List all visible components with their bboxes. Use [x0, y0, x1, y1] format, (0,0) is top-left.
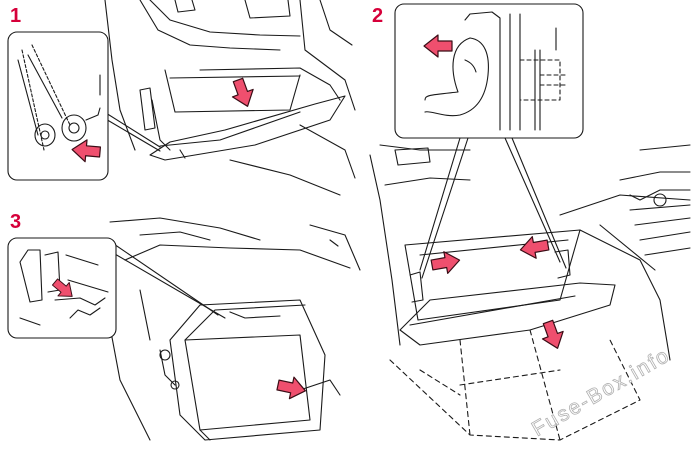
step-number-1: 1	[10, 5, 22, 27]
panel-1-zoom-callout	[7, 31, 109, 181]
panel-2-zoom-callout	[394, 3, 584, 139]
down-arrow-icon	[227, 75, 259, 111]
step-number-2: 2	[372, 5, 384, 27]
panel-1-illustration	[97, 0, 356, 196]
panel-2-illustration	[369, 137, 691, 441]
panel-3-illustration	[104, 217, 361, 441]
down-arrow-icon	[537, 317, 569, 353]
hand-icon	[424, 37, 489, 117]
step-number-3: 3	[10, 211, 22, 233]
left-arrow-icon	[517, 233, 551, 262]
right-arrow-icon	[275, 373, 309, 403]
